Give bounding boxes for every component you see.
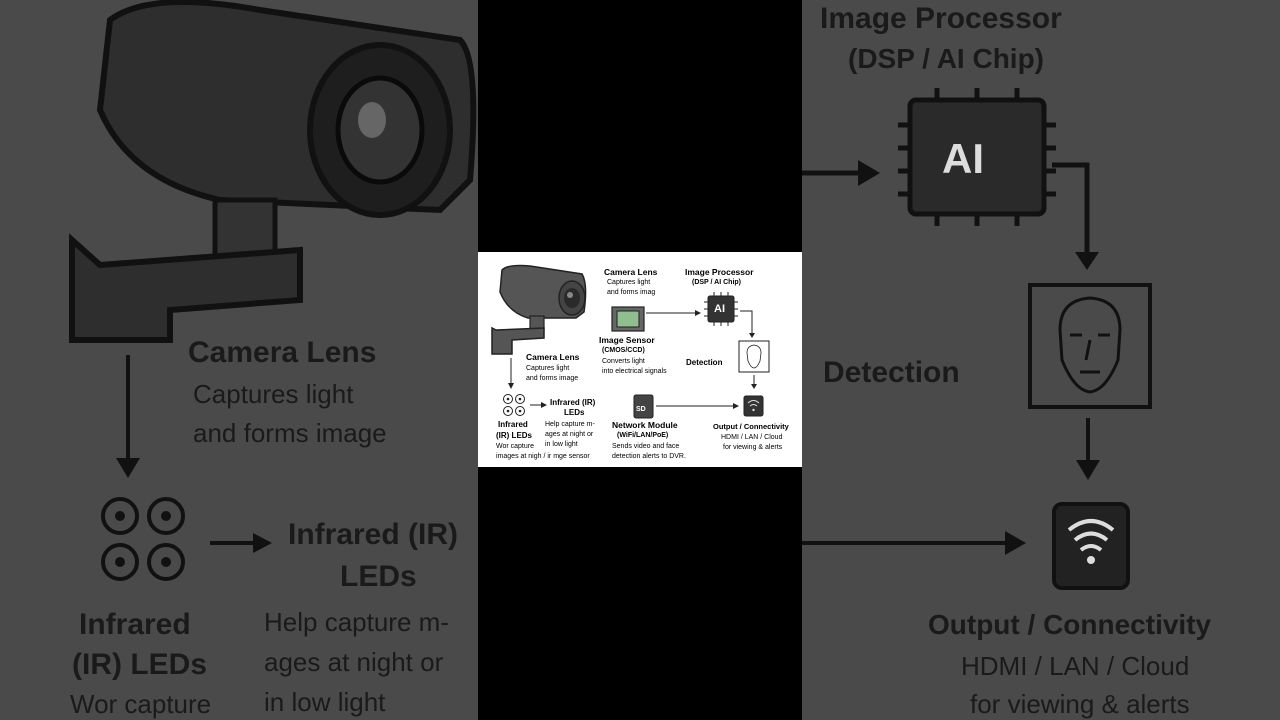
- bg-ir-label-1: Infrared: [79, 608, 191, 641]
- net-desc-2: detection alerts to DVR.: [612, 453, 686, 460]
- net-title: Network Module: [612, 420, 678, 430]
- wifi-icon-large: [1052, 502, 1130, 590]
- ir-desc-3: in low light: [545, 441, 578, 448]
- chip-text: AI: [714, 303, 725, 315]
- lens-top-desc-1: Captures light: [607, 279, 651, 286]
- out-desc-1: HDMI / LAN / Cloud: [721, 434, 783, 441]
- bg-proc-title-2: (DSP / AI Chip): [848, 43, 1044, 74]
- bg-detection: Detection: [823, 356, 960, 389]
- ir-desc-1: Help capture m-: [545, 421, 595, 428]
- sensor-desc-2: into electrical signals: [602, 368, 667, 375]
- letterbox-top: [478, 0, 802, 252]
- bg-out-desc-2: for viewing & alerts: [970, 689, 1190, 719]
- image-sensor-icon: [611, 306, 645, 332]
- ir-label-3: Wor capture: [496, 443, 534, 450]
- background-right-panel: AI Image Processor (DSP / AI Chip) Detec…: [802, 0, 1280, 720]
- lens-desc-1: Captures light: [526, 365, 570, 372]
- ir-title-1: Infrared (IR): [550, 398, 596, 407]
- lens-desc-2: and forms image: [526, 375, 579, 382]
- bg-ir-label-2: (IR) LEDs: [72, 648, 207, 681]
- out-title: Output / Connectivity: [713, 422, 789, 431]
- face-detection-icon-large: [1028, 283, 1152, 409]
- sensor-desc-1: Converts light: [602, 358, 645, 365]
- ir-leds-icon: [503, 394, 525, 416]
- sd-card-icon: [633, 394, 654, 419]
- ir-title-2: LEDs: [564, 408, 585, 417]
- bg-lens-desc-1: Captures light: [193, 379, 354, 409]
- lens-top-title: Camera Lens: [604, 267, 658, 277]
- bg-ir-title-1: Infrared (IR): [288, 518, 459, 551]
- ir-desc-2: ages at night or: [545, 431, 594, 438]
- lens-top-desc-2: and forms imag: [607, 289, 656, 296]
- camera-illustration-large: [69, 0, 477, 581]
- cctv-diagram: Camera Lens Captures light and forms ima…: [478, 252, 802, 467]
- bg-proc-title-1: Image Processor: [820, 2, 1062, 35]
- ir-label-2: (IR) LEDs: [496, 431, 532, 440]
- wifi-icon: [743, 395, 764, 417]
- sd-text: SD: [636, 406, 646, 413]
- ir-label-1: Infrared: [498, 420, 528, 429]
- out-desc-2: for viewing & alerts: [723, 444, 783, 451]
- bg-ir-desc-1: Help capture m-: [264, 607, 449, 637]
- net-sub: (WiFi/LAN/PoE): [617, 432, 669, 439]
- proc-title-1: Image Processor: [685, 267, 754, 277]
- bg-out-desc-1: HDMI / LAN / Cloud: [961, 651, 1190, 681]
- ai-chip-icon: [704, 292, 738, 326]
- bg-ir-label-3: Wor capture: [70, 689, 212, 719]
- ir-label-4: images at nigh / ir mge sensor: [496, 453, 590, 460]
- ai-chip-icon-large: [898, 88, 1056, 226]
- proc-title-2: (DSP / AI Chip): [692, 279, 741, 286]
- sensor-sub: (CMOS/CCD): [602, 347, 645, 354]
- letterbox-bottom: [478, 467, 802, 720]
- bg-out-title: Output / Connectivity: [928, 609, 1212, 640]
- sensor-title: Image Sensor: [599, 335, 655, 345]
- bg-ir-title-2: LEDs: [340, 560, 417, 593]
- bg-lens-desc-2: and forms image: [193, 418, 387, 448]
- camera-icon: [491, 264, 587, 355]
- bg-lens-title: Camera Lens: [188, 336, 377, 369]
- net-desc-1: Sends video and face: [612, 443, 680, 450]
- bg-ir-desc-2: ages at night or: [264, 647, 444, 677]
- face-detection-icon: [738, 340, 770, 373]
- right-panel-graphics: [802, 88, 1152, 590]
- bg-ir-desc-3: in low light: [264, 687, 386, 717]
- bg-chip-text: AI: [942, 135, 984, 182]
- background-left-panel: Camera Lens Captures light and forms ima…: [0, 0, 478, 720]
- detection-label: Detection: [686, 358, 723, 367]
- lens-title: Camera Lens: [526, 352, 580, 362]
- diagram-graphics: [491, 264, 770, 419]
- ir-leds-icon-large: [101, 497, 185, 581]
